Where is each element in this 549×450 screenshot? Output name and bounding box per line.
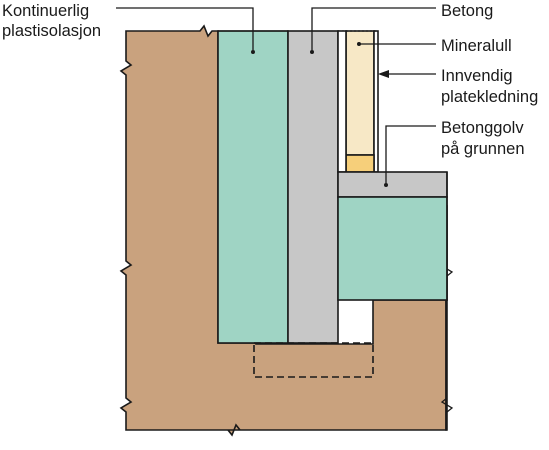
label-platekledning: platekledning [441,88,538,106]
label-mineralull: Mineralull [441,37,512,55]
label-betonggolv: Betonggolv [441,119,524,137]
concrete-wall [287,30,339,344]
leader-dot-mineralull [357,42,361,46]
under-slab-insulation [337,196,448,301]
label-pa-grunnen: på grunnen [441,140,525,158]
interior-board [373,30,379,173]
leader-dot-betong [310,50,314,54]
label-betong: Betong [441,2,493,20]
leader-betonggolv [385,125,436,183]
label-innvendig: Innvendig [441,67,513,85]
label-kontinuerlig: Kontinuerlig [2,2,89,20]
bottom-plate [345,154,375,173]
wall-wool-gap [337,30,347,173]
continuous-plastic-insulation [217,30,289,344]
soil-break-mark-right-2 [440,397,454,413]
concrete-floor-slab [337,171,448,198]
soil-break-right [445,299,448,431]
footing-outline [253,342,374,378]
leader-betong [311,7,436,50]
leader-dot-betonggolv [384,183,388,187]
leader-arrow-innvendig [378,70,389,78]
label-plastisolasjon: plastisolasjon [2,22,101,40]
leader-plastisolasjon [116,7,254,50]
leader-dot-plastisolasjon [251,50,255,54]
mineral-wool [345,30,375,156]
